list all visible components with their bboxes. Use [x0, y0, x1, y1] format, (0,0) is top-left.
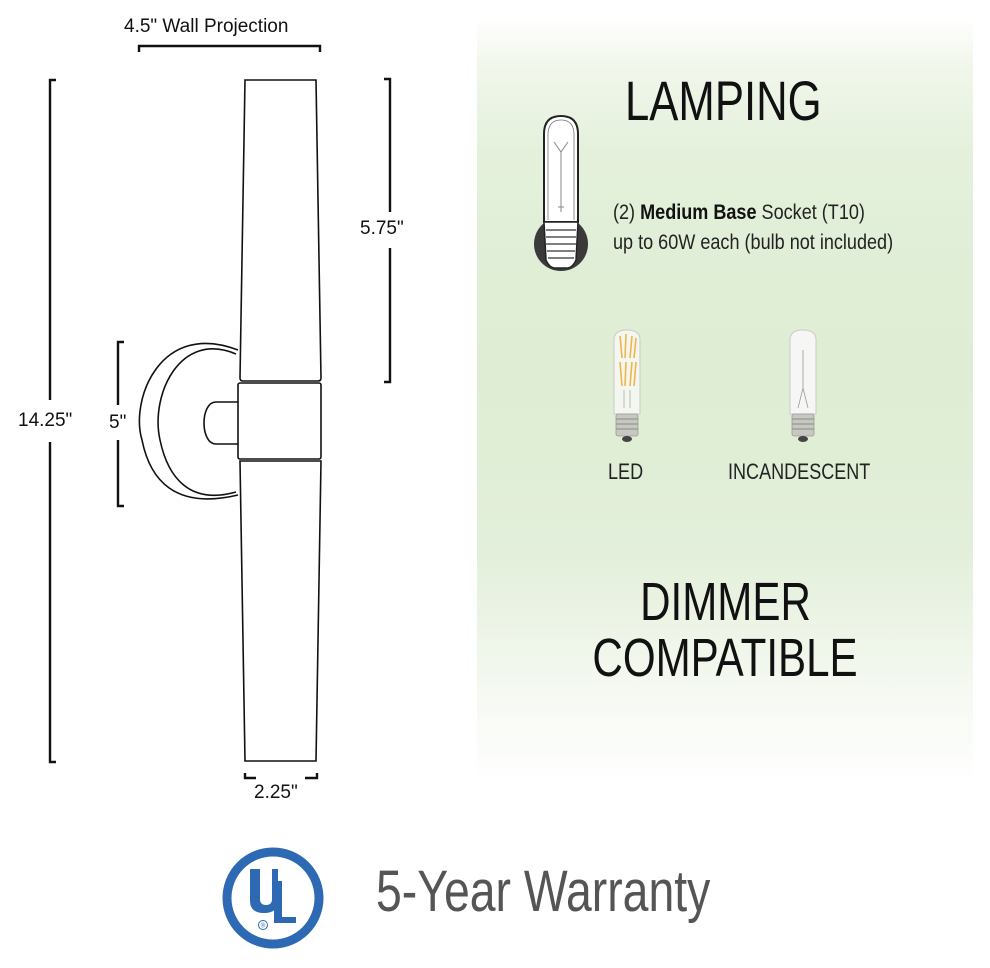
- shade-height-bracket-top: [384, 77, 392, 212]
- overall-height-label: 14.25": [18, 410, 73, 431]
- registered-mark: ®: [261, 923, 266, 930]
- backplate-bracket-top: [116, 340, 124, 405]
- lamping-line-1: (2) Medium Base Socket (T10): [613, 198, 893, 228]
- shade-width-label: 2.25": [254, 782, 298, 803]
- wall-projection-label: 4.5" Wall Projection: [124, 16, 289, 37]
- lamping-title: LAMPING: [625, 69, 822, 132]
- fixture-outline: [138, 79, 322, 762]
- medium-base-bulb-icon: [534, 114, 588, 271]
- wall-projection-bracket: [137, 44, 322, 52]
- socket-type: Socket (T10): [761, 201, 865, 224]
- incandescent-label: INCANDESCENT: [728, 459, 871, 484]
- bulb-count: (2): [613, 201, 636, 224]
- overall-height-bracket-top: [48, 78, 56, 400]
- shade-height-bracket-bottom: [384, 248, 392, 384]
- dimmer-section: DIMMER COMPATIBLE: [477, 0, 973, 968]
- shade-height-label: 5.75": [360, 218, 404, 239]
- base-type: Medium Base: [640, 201, 757, 224]
- fixture-dimension-drawing: [48, 44, 392, 780]
- dimmer-line-1: DIMMER: [639, 572, 811, 632]
- incandescent-bulb-icon: [789, 329, 817, 442]
- warranty-text: 5-Year Warranty: [376, 859, 711, 924]
- dimmer-line-2: COMPATIBLE: [592, 628, 858, 688]
- lamping-line-2: up to 60W each (bulb not included): [613, 231, 894, 254]
- led-label: LED: [608, 459, 644, 484]
- overall-height-bracket-bottom: [48, 442, 56, 764]
- lamping-description: (2) Medium Base Socket (T10) up to 60W e…: [613, 198, 893, 258]
- backplate-bracket-bottom: [116, 440, 124, 508]
- led-bulb-icon: [613, 329, 641, 442]
- width-bracket: [243, 773, 319, 780]
- backplate-height-label: 5": [109, 412, 127, 433]
- ul-certification-logo: ®: [222, 847, 324, 949]
